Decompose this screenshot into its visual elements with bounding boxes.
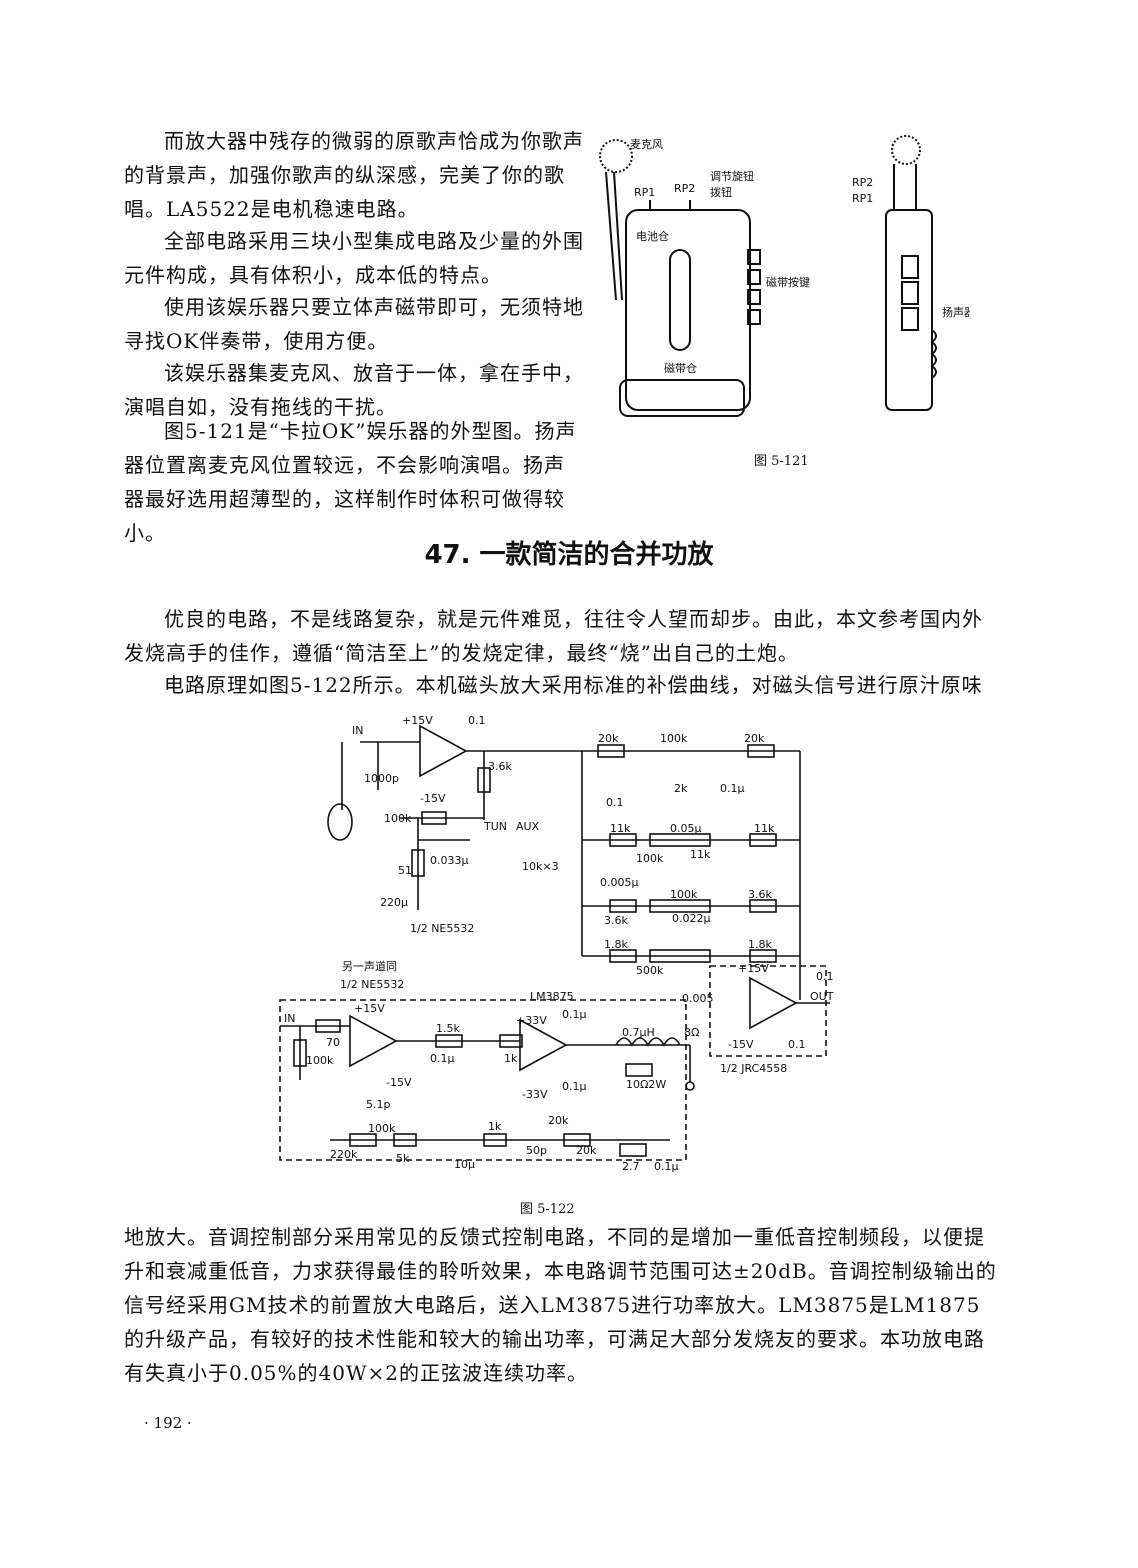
figure-5-122-caption: 图 5-122 [520, 1202, 575, 1217]
intro-paragraph-1: 而放大器中残存的微弱的原歌声恰成为你歌声的背景声，加强你歌声的纵深感，完美了你的… [124, 129, 584, 221]
label-c0005: 0.005 [682, 992, 714, 1005]
label-r18k-right: 1.8k [748, 938, 772, 951]
label-r220k: 220k [330, 1148, 358, 1161]
label-tape-keys: 磁带按键 [766, 275, 810, 289]
label-in-top: IN [352, 724, 363, 737]
label-c0005u: 0.005μ [600, 876, 639, 889]
intro-paragraph-5: 图5-121是“卡拉OK”娱乐器的外型图。扬声器位置离麦克风位置较远，不会影响演… [124, 419, 577, 545]
label-minus15v-bottom: -15V [386, 1076, 412, 1089]
label-plus15v-top: +15V [402, 714, 433, 727]
label-c005u: 0.05μ [670, 822, 702, 835]
body-paragraph-2: 电路原理如图5-122所示。本机磁头放大采用标准的补偿曲线，对磁头信号进行原汁原… [164, 673, 983, 697]
intro-paragraph-4: 该娱乐器集麦克风、放音于一体，拿在手中，演唱自如，没有拖线的干扰。 [124, 361, 584, 419]
label-r100k-left: 100k [384, 812, 412, 825]
label-minus33v: -33V [522, 1088, 548, 1101]
label-battery: 电池仓 [636, 229, 669, 243]
label-c01u-mid: 0.1μ [720, 782, 745, 795]
label-adjust-knob: 调节旋钮 [710, 169, 754, 183]
intro-paragraph-2: 全部电路采用三块小型集成电路及少量的外围元件构成，具有体积小，成本低的特点。 [124, 229, 584, 287]
label-c10u: 10μ [454, 1158, 475, 1171]
label-r100k-bottom: 100k [306, 1054, 334, 1067]
label-r2k: 2k [674, 782, 688, 795]
label-r36k-right: 3.6k [748, 888, 772, 901]
figure-5-121-caption: 图 5-121 [754, 454, 809, 469]
closing-paragraph: 地放大。音调控制部分采用常见的反馈式控制电路，不同的是增加一重低音控制频段，以便… [124, 1225, 997, 1385]
label-r11k-right: 11k [754, 822, 775, 835]
label-l07uh: 0.7μH [622, 1026, 655, 1039]
label-lm3875: LM3875 [530, 990, 574, 1003]
label-r70: 70 [326, 1036, 340, 1049]
figure-5-122-schematic: IN +15V 0.1 1000p 3.6k -15V 100k 0.033μ … [279, 714, 834, 1173]
label-ne5532-top: 1/2 NE5532 [410, 922, 474, 935]
label-rp2: RP2 [674, 182, 695, 195]
label-out: OUT [810, 990, 834, 1003]
label-ne5532-bottom: 1/2 NE5532 [340, 978, 404, 991]
label-r102w: 10Ω2W [626, 1078, 666, 1091]
label-tun: TUN [483, 820, 507, 833]
label-knob: 拨钮 [710, 185, 732, 199]
label-r27: 2.7 [622, 1160, 640, 1173]
label-c01u-end: 0.1μ [654, 1160, 679, 1173]
label-plus33v: +33V [516, 1014, 547, 1027]
label-rp2-side: RP2 [852, 176, 873, 189]
label-rp1: RP1 [634, 186, 655, 199]
label-r36k-left: 3.6k [604, 914, 628, 927]
label-in-bottom: IN [284, 1012, 295, 1025]
label-r20k-right: 20k [744, 732, 765, 745]
figure-5-121: 麦克风 调节旋钮 拨钮 RP1 RP2 电池仓 磁带按键 磁带仓 RP2 RP1… [599, 135, 970, 417]
label-speaker: 扬声器 [942, 305, 970, 319]
label-r20k-left: 20k [598, 732, 619, 745]
label-c01-jrc-bottom: 0.1 [788, 1038, 806, 1051]
label-other-channel: 另一声道同 [342, 959, 397, 973]
label-microphone: 麦克风 [630, 138, 663, 151]
label-c51p: 5.1p [366, 1098, 390, 1111]
label-r100k-mid: 100k [636, 852, 664, 865]
page-number: · 192 · [144, 1414, 192, 1432]
label-c01-jrc: 0.1 [816, 970, 834, 983]
label-minus15v-top: -15V [420, 792, 446, 805]
label-r11k-left: 11k [610, 822, 631, 835]
label-r1k-bottom: 1k [488, 1120, 502, 1133]
label-c01-mid: 0.1 [606, 796, 624, 809]
label-r1k-mid: 1k [504, 1052, 518, 1065]
label-r20k-bottom-b: 20k [576, 1144, 597, 1157]
label-r36k-top: 3.6k [488, 760, 512, 773]
label-c01-top: 0.1 [468, 714, 486, 727]
label-r100k-fb: 100k [368, 1122, 396, 1135]
label-jrc4558: 1/2 JRC4558 [720, 1062, 787, 1075]
intro-paragraph-3: 使用该娱乐器只要立体声磁带即可，无须特地寻找OK伴奏带，使用方便。 [124, 295, 584, 353]
label-rp1-side: RP1 [852, 192, 873, 205]
label-plus15v-bottom: +15V [354, 1002, 385, 1015]
label-r100k-top: 100k [660, 732, 688, 745]
body-paragraph-1: 优良的电路，不是线路复杂，就是元件难觅，往往令人望而却步。由此，本文参考国内外发… [124, 607, 983, 665]
label-r20k-bottom-a: 20k [548, 1114, 569, 1127]
label-c01u-lm-top: 0.1μ [562, 1008, 587, 1021]
label-c50p: 50p [526, 1144, 547, 1157]
label-r5k: 5k [396, 1152, 410, 1165]
label-r18k-left: 1.8k [604, 938, 628, 951]
label-r11k-mid: 11k [690, 848, 711, 861]
label-r10kx3: 10k×3 [522, 860, 559, 873]
label-r100k-bass: 100k [670, 888, 698, 901]
label-r500k: 500k [636, 964, 664, 977]
label-sp: 8Ω [684, 1026, 699, 1039]
label-c220u: 220μ [380, 896, 408, 909]
label-c01u-bottom: 0.1μ [430, 1052, 455, 1065]
label-minus15v-jrc: -15V [728, 1038, 754, 1051]
label-aux: AUX [516, 820, 540, 833]
label-c0033u: 0.033μ [430, 854, 469, 867]
label-tape-bay: 磁带仓 [664, 361, 697, 375]
section-title: 47. 一款简洁的合并功放 [424, 540, 714, 570]
label-c0022u: 0.022μ [672, 912, 711, 925]
label-c1000p: 1000p [364, 772, 399, 785]
label-plus15v-jrc: +15V [738, 962, 769, 975]
label-r51: 51 [398, 864, 412, 877]
label-c01u-lm-bottom: 0.1μ [562, 1080, 587, 1093]
label-r15k: 1.5k [436, 1022, 460, 1035]
